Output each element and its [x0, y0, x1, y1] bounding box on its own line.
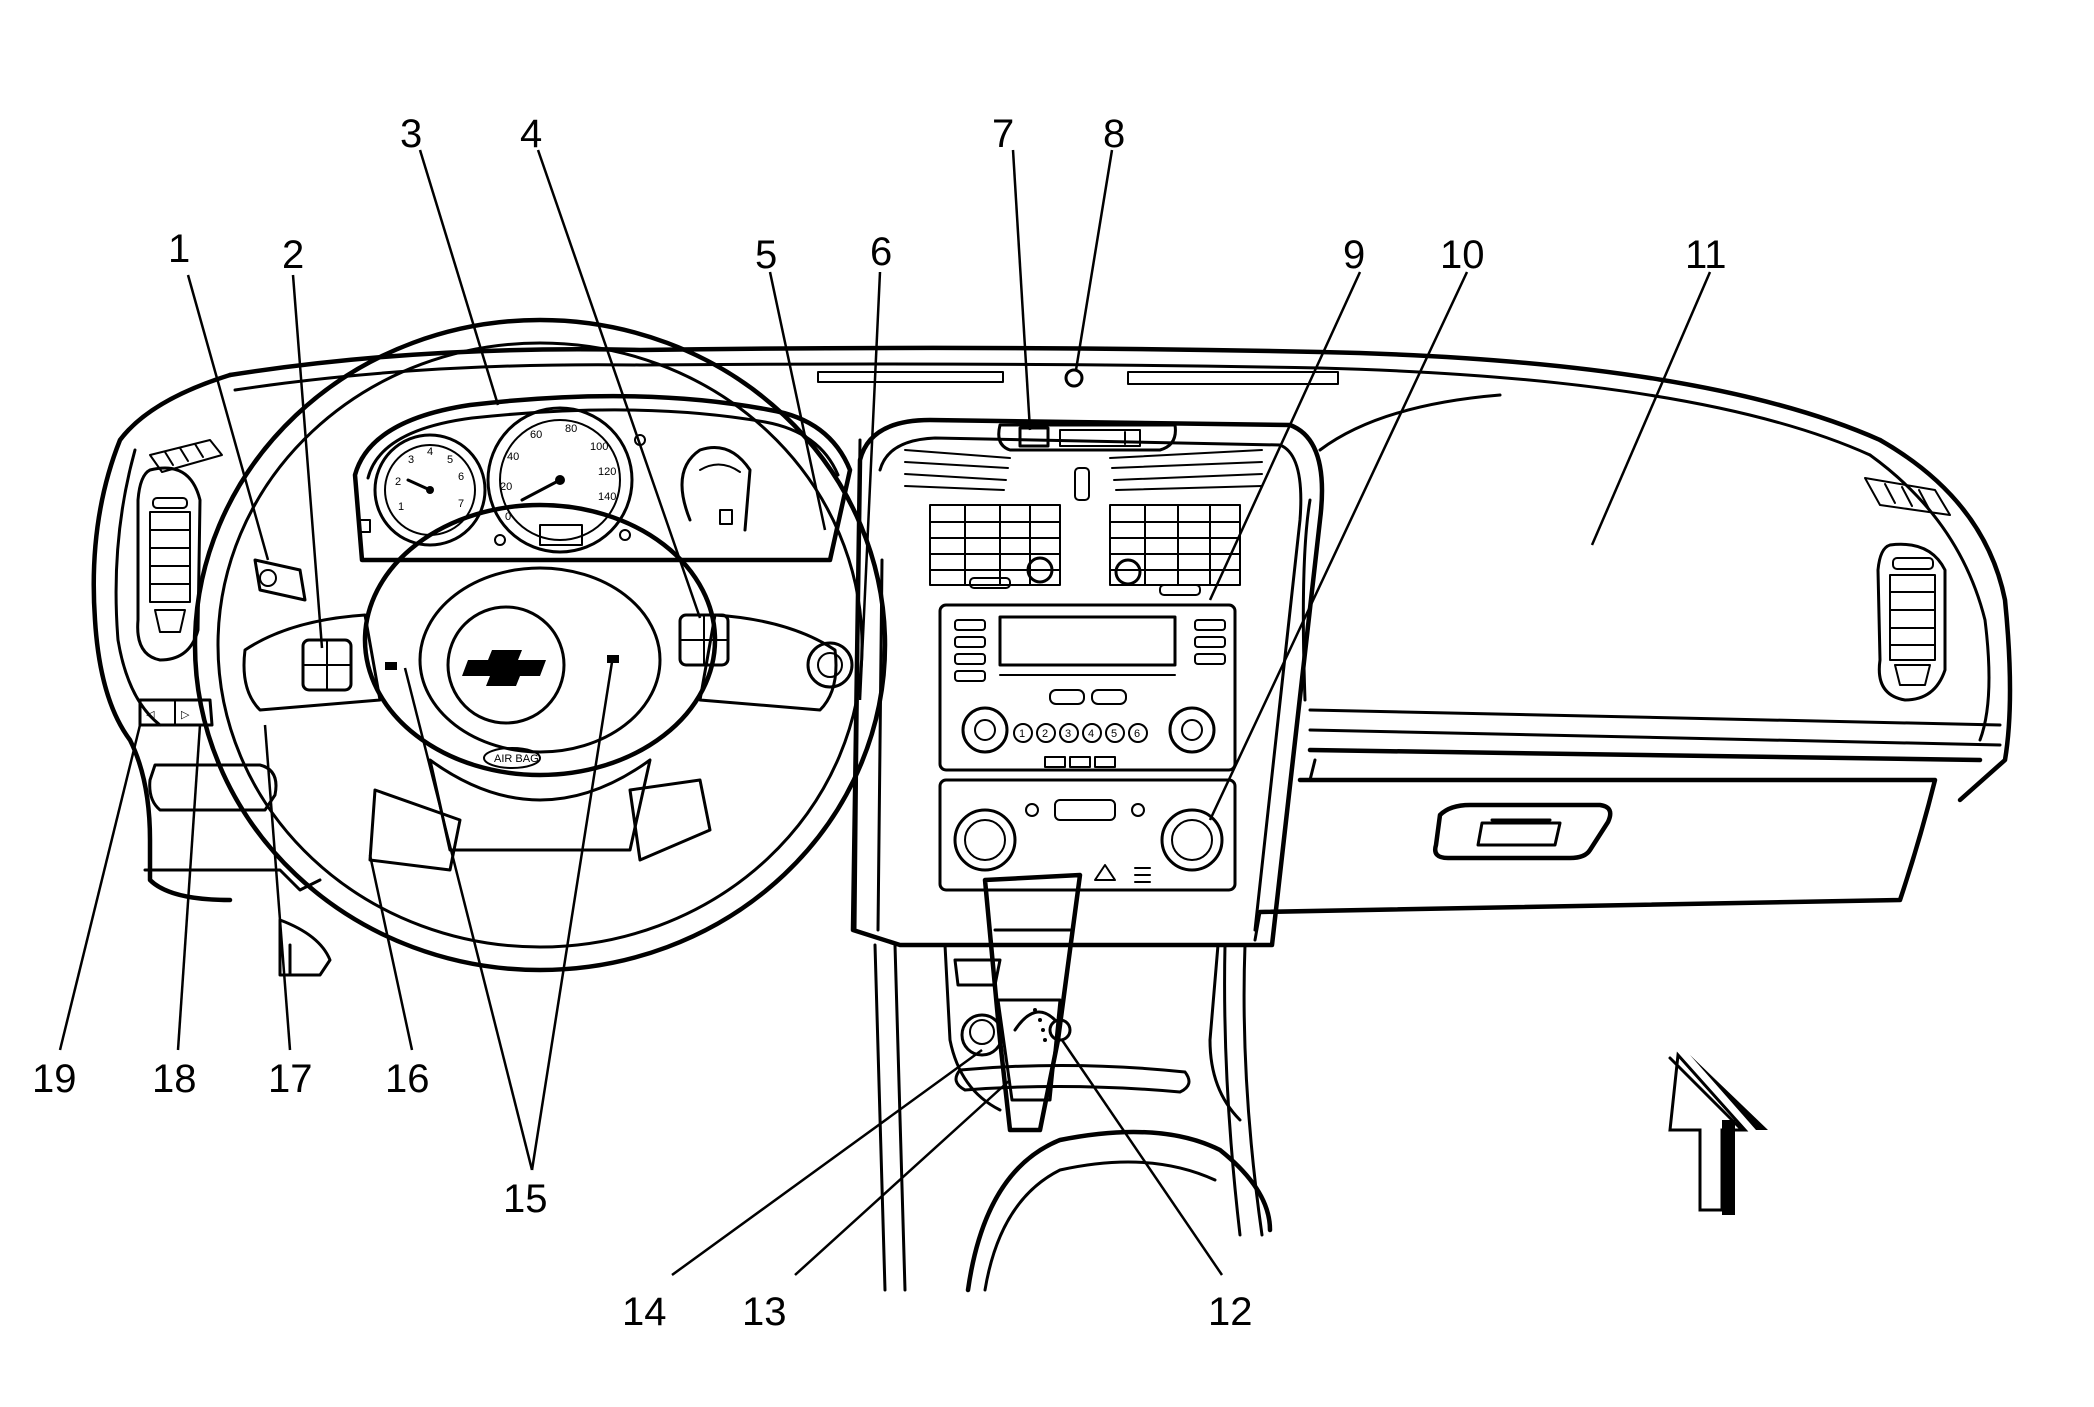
- callout-13: 13: [742, 1290, 787, 1334]
- svg-text:100: 100: [590, 441, 608, 453]
- callout-3: 3: [400, 112, 422, 156]
- callout-16: 16: [385, 1057, 430, 1101]
- svg-text:4: 4: [1088, 728, 1094, 740]
- svg-text:0: 0: [505, 511, 511, 523]
- svg-text:120: 120: [598, 466, 616, 478]
- fuel-temp-gauge: [680, 446, 752, 532]
- svg-text:7: 7: [458, 498, 464, 510]
- callout-9: 9: [1343, 233, 1365, 277]
- callout-19: 19: [32, 1057, 77, 1101]
- svg-text:4: 4: [427, 446, 433, 458]
- callout-10: 10: [1440, 233, 1485, 277]
- callout-4: 4: [520, 112, 542, 156]
- callout-17: 17: [268, 1057, 313, 1101]
- svg-text:60: 60: [530, 429, 542, 441]
- svg-text:2: 2: [395, 476, 401, 488]
- climate-control-panel: [938, 778, 1237, 892]
- svg-text:1: 1: [1019, 728, 1025, 740]
- svg-text:◁: ◁: [146, 709, 155, 721]
- callout-11: 11: [1685, 233, 1727, 277]
- center-air-vents: [929, 504, 1241, 596]
- callout-2: 2: [282, 233, 304, 277]
- speedometer: 0 20 40 60 80 100 120 140: [486, 406, 634, 554]
- callout-labels: 1 2 3 4 5 6 7 8 9 10 11 12 13 14 15 16 1…: [32, 112, 1727, 1334]
- svg-text:6: 6: [1134, 728, 1140, 740]
- right-side-air-vent: [1864, 477, 1951, 702]
- instrument-cluster: 1 2 3 4 5 6 7 0 20 40 60 80 100 120 140: [352, 393, 853, 563]
- airbag-label: AIR BAG: [494, 753, 539, 765]
- svg-text:20: 20: [500, 481, 512, 493]
- left-side-air-vent: [136, 439, 223, 662]
- callout-6: 6: [870, 230, 892, 274]
- front-direction-arrow-icon: [1668, 1051, 1768, 1215]
- callout-7: 7: [992, 112, 1014, 156]
- svg-text:5: 5: [1111, 728, 1117, 740]
- svg-text:40: 40: [507, 451, 519, 463]
- svg-text:▷: ▷: [181, 709, 190, 721]
- leader-lines: [58, 149, 1712, 1277]
- callout-5: 5: [755, 233, 777, 277]
- radio-unit: 1 2 3 4 5 6: [938, 603, 1237, 772]
- callout-12: 12: [1208, 1290, 1253, 1334]
- svg-text:2: 2: [1042, 728, 1048, 740]
- center-upper-vents: [904, 449, 1263, 501]
- dashboard-outline: [91, 345, 2013, 942]
- svg-text:6: 6: [458, 471, 464, 483]
- svg-text:1: 1: [398, 501, 404, 513]
- center-stack: 1 2 3 4 5 6: [850, 417, 1325, 948]
- svg-text:140: 140: [598, 491, 616, 503]
- callout-8: 8: [1103, 112, 1125, 156]
- callout-1: 1: [168, 227, 190, 271]
- callout-14: 14: [622, 1290, 667, 1334]
- tachometer: 1 2 3 4 5 6 7: [373, 433, 487, 547]
- callout-18: 18: [152, 1057, 197, 1101]
- svg-text:3: 3: [408, 454, 414, 466]
- svg-text:80: 80: [565, 423, 577, 435]
- callout-15: 15: [503, 1177, 548, 1221]
- steering-wheel-icon: AIR BAG: [192, 317, 888, 973]
- svg-text:3: 3: [1065, 728, 1071, 740]
- svg-text:5: 5: [447, 454, 453, 466]
- floor-console: [873, 872, 1273, 1293]
